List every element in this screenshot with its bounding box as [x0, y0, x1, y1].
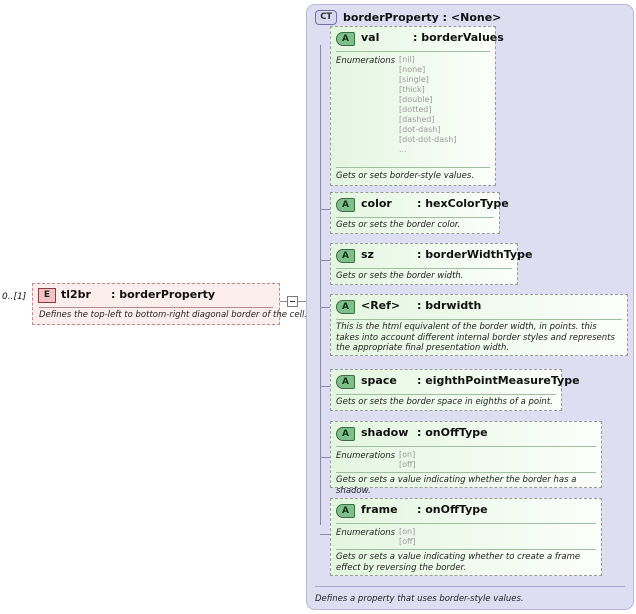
- attribute-divider-top: [336, 446, 596, 447]
- enumeration-item: [none]: [399, 65, 426, 74]
- attribute-type: : bdrwidth: [417, 299, 482, 312]
- enumeration-item: [dashed]: [399, 115, 435, 124]
- attribute-type: : onOffType: [417, 426, 488, 439]
- attribute-divider-bottom: [336, 472, 596, 473]
- enumeration-item: [off]: [399, 537, 416, 546]
- attribute-icon: A: [336, 32, 355, 46]
- complex-type-documentation: Defines a property that uses border-styl…: [315, 594, 524, 604]
- attribute-icon: A: [336, 504, 355, 518]
- attribute-block-space[interactable]: A space : eighthPointMeasureType Gets or…: [330, 369, 580, 411]
- collapse-box-icon[interactable]: [287, 296, 298, 307]
- attribute-type: : borderWidthType: [417, 248, 533, 261]
- attribute-documentation: Gets or sets the border space in eighths…: [336, 397, 553, 407]
- enumerations-label: Enumerations: [336, 528, 396, 538]
- attribute-documentation: Gets or sets border-style values.: [336, 171, 475, 181]
- attribute-divider-bottom: [336, 549, 596, 550]
- attribute-type: : eighthPointMeasureType: [417, 374, 580, 387]
- tree-branch-frame: [320, 534, 334, 535]
- enumeration-item: [dot-dot-dash]: [399, 135, 457, 144]
- enumerations-list: [nil] [none] [single] [thick] [double] […: [399, 55, 456, 155]
- enumerations-list: [on] [off]: [399, 450, 416, 470]
- attribute-documentation: Gets or sets a value indicating whether …: [336, 552, 581, 573]
- enumeration-item: [thick]: [399, 85, 425, 94]
- enumerations-label: Enumerations: [336, 56, 396, 66]
- attribute-divider-top: [336, 523, 596, 524]
- attribute-block-val[interactable]: A val : borderValues Enumerations [nil] …: [330, 26, 504, 186]
- enumeration-item: [nil]: [399, 55, 415, 64]
- attribute-name: <Ref>: [361, 299, 401, 312]
- attribute-icon: A: [336, 300, 355, 314]
- enumeration-item: [on]: [399, 527, 416, 536]
- attribute-name: sz: [361, 248, 374, 261]
- attribute-divider: [336, 268, 512, 269]
- enumeration-item: [double]: [399, 95, 433, 104]
- element-type: : borderProperty: [111, 288, 216, 301]
- element-icon: E: [38, 288, 56, 303]
- attribute-type: : hexColorType: [417, 197, 509, 210]
- attribute-icon: A: [336, 427, 355, 441]
- attribute-divider-top: [336, 51, 490, 52]
- tree-branch-bdrwidth: [320, 307, 334, 308]
- complex-type-title: borderProperty : <None>: [343, 11, 502, 24]
- attribute-block-color[interactable]: A color : hexColorType Gets or sets the …: [330, 192, 509, 234]
- attribute-documentation: This is the html equivalent of the borde…: [336, 322, 615, 353]
- attribute-documentation: Gets or sets the border color.: [336, 220, 461, 230]
- attribute-block-bdrwidth[interactable]: A <Ref> : bdrwidth This is the html equi…: [330, 294, 628, 356]
- tree-branch-shadow: [320, 457, 334, 458]
- attribute-icon: A: [336, 375, 355, 389]
- attribute-block-shadow[interactable]: A shadow : onOffType Enumerations [on] […: [330, 421, 602, 496]
- attribute-documentation: Gets or sets the border width.: [336, 271, 464, 281]
- connector-line-left: [280, 301, 288, 302]
- attribute-name: shadow: [361, 426, 409, 439]
- enumerations-label: Enumerations: [336, 451, 396, 461]
- element-multiplicity-label: 0..[1]: [2, 292, 27, 302]
- attribute-documentation: Gets or sets a value indicating whether …: [336, 475, 577, 496]
- attribute-name: space: [361, 374, 397, 387]
- enumerations-list: [on] [off]: [399, 527, 416, 547]
- enumeration-item-ellipsis: ...: [399, 145, 407, 154]
- attribute-name: color: [361, 197, 392, 210]
- attribute-divider: [336, 394, 556, 395]
- attribute-divider: [336, 217, 494, 218]
- tree-branch-sz: [320, 260, 334, 261]
- tree-branch-space: [320, 386, 334, 387]
- complex-type-icon: CT: [315, 10, 337, 25]
- enumeration-item: [on]: [399, 450, 416, 459]
- attribute-divider: [336, 319, 622, 320]
- element-box-tl2br[interactable]: E tl2br : borderProperty Defines the top…: [32, 283, 308, 325]
- attribute-block-frame[interactable]: A frame : onOffType Enumerations [on] [o…: [330, 498, 602, 576]
- element-header: E tl2br : borderProperty: [33, 284, 279, 308]
- attribute-block-sz[interactable]: A sz : borderWidthType Gets or sets the …: [330, 243, 532, 285]
- complex-type-divider: [315, 586, 625, 587]
- attribute-type: : onOffType: [417, 503, 488, 516]
- element-name: tl2br: [61, 288, 91, 301]
- element-documentation: Defines the top-left to bottom-right dia…: [39, 310, 308, 320]
- enumeration-item: [single]: [399, 75, 429, 84]
- attribute-divider-bottom: [336, 167, 490, 168]
- attribute-type: : borderValues: [413, 31, 504, 44]
- attribute-name: val: [361, 31, 380, 44]
- enumeration-item: [off]: [399, 460, 416, 469]
- enumeration-item: [dot-dash]: [399, 125, 441, 134]
- attribute-icon: A: [336, 198, 355, 212]
- attribute-name: frame: [361, 503, 398, 516]
- enumeration-item: [dotted]: [399, 105, 432, 114]
- tree-vertical-line: [320, 45, 321, 525]
- element-divider: [39, 307, 273, 308]
- tree-branch-color: [320, 209, 334, 210]
- attribute-icon: A: [336, 249, 355, 263]
